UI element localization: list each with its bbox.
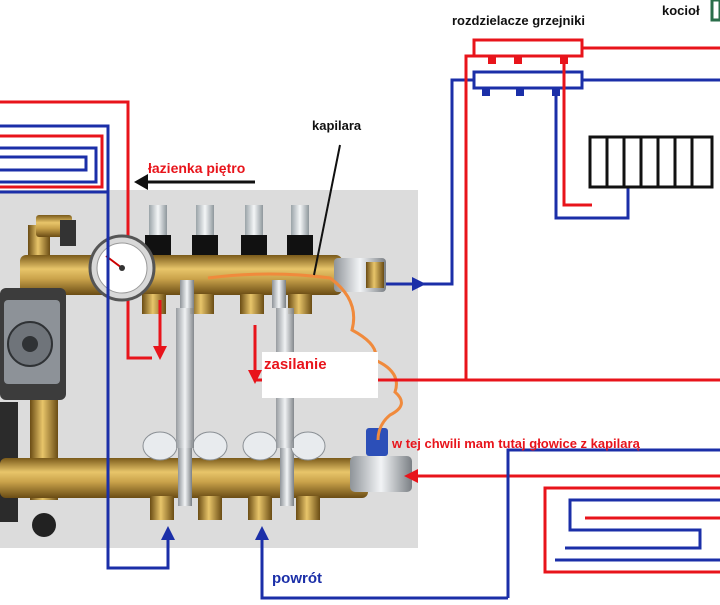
radiator-pipes xyxy=(554,46,720,220)
valve-heads xyxy=(142,431,326,461)
lazienka-arrow-head xyxy=(134,174,148,190)
valve-head xyxy=(290,431,326,461)
boiler-icon xyxy=(710,0,720,22)
radiator-manifold xyxy=(472,38,584,96)
floor-heating-loop xyxy=(543,486,720,574)
label-rozdzielacze: rozdzielacze grzejniki xyxy=(452,13,585,28)
valve-head xyxy=(242,431,278,461)
return-manifold xyxy=(0,440,412,520)
label-zasilanie: zasilanie xyxy=(264,356,327,373)
capillary-valve-head-icon xyxy=(366,428,388,456)
mounting-bracket xyxy=(176,308,194,448)
thermometer-gauge-icon xyxy=(88,234,156,302)
valve-head xyxy=(192,431,228,461)
radiator-manifold-supply xyxy=(472,38,584,58)
return-lines xyxy=(106,190,720,600)
flow-meters xyxy=(145,205,313,255)
radiator-icon xyxy=(588,135,714,189)
radiator-manifold-return xyxy=(472,70,584,90)
supply-arrow-head xyxy=(153,346,167,360)
label-kociol: kocioł xyxy=(662,3,700,18)
label-powrot: powrót xyxy=(272,570,322,587)
label-kapilara: kapilara xyxy=(312,118,362,133)
zasilanie-arrow-head xyxy=(248,370,262,384)
label-glowice: w tej chwili mam tutaj głowice z kapilar… xyxy=(392,436,640,451)
bathroom-floor-loop xyxy=(0,100,152,360)
kapilara-pointer xyxy=(313,144,341,276)
valve-head xyxy=(142,431,178,461)
label-lazienka: łazienka piętro xyxy=(148,160,246,176)
zasilanie-label-box xyxy=(262,352,378,398)
